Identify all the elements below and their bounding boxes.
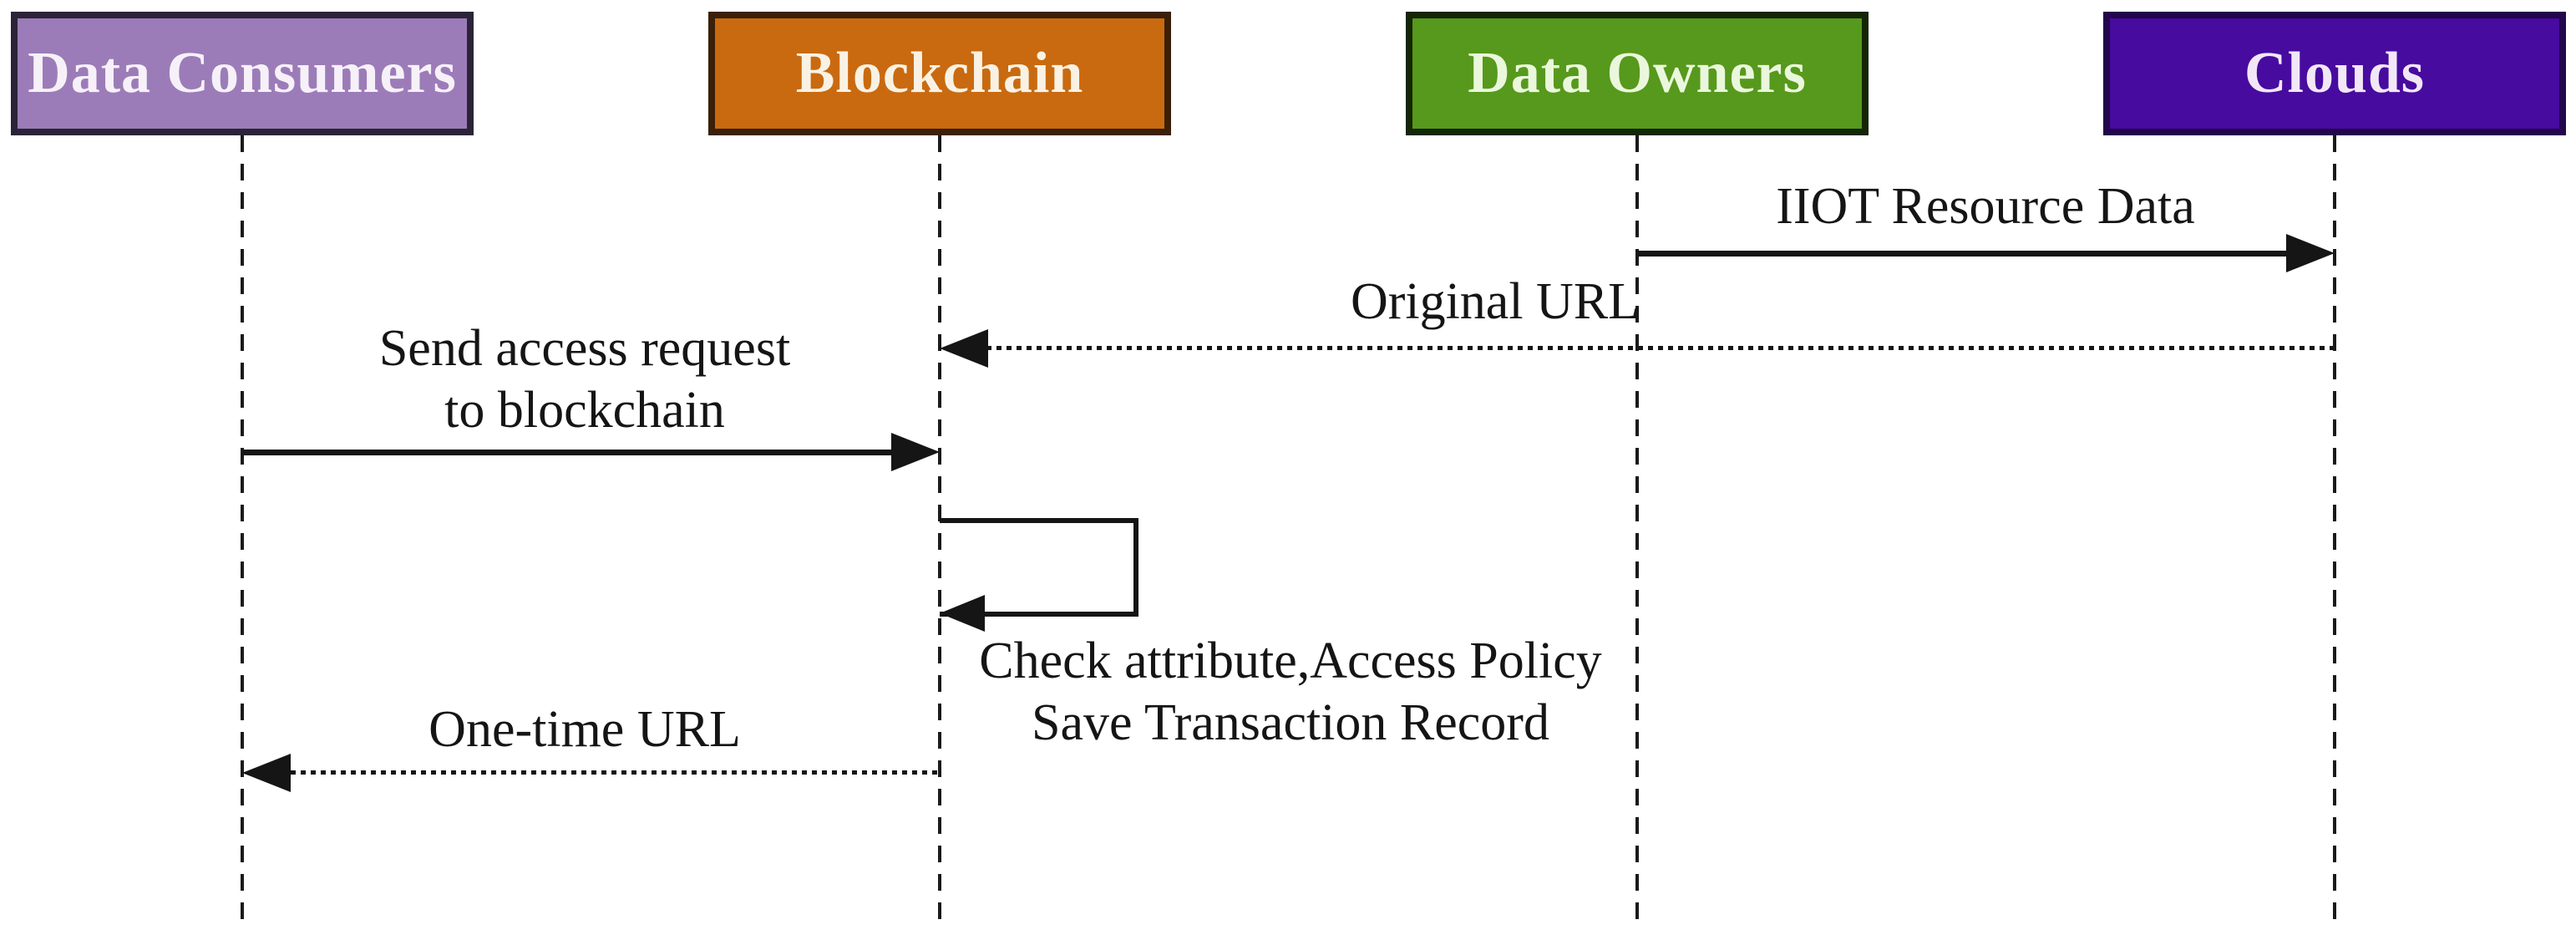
message-label-line2: Save Transaction Record	[1032, 694, 1549, 751]
arrowhead-left-icon	[940, 329, 988, 368]
arrowhead-left-icon	[940, 595, 985, 632]
self-loop-blockchain	[940, 518, 1138, 617]
message-label-one-time-url: One-time URL	[428, 701, 741, 758]
lifeline-data-owners	[1635, 135, 1639, 929]
message-label-original-url: Original URL	[1350, 273, 1640, 330]
arrowhead-right-icon	[891, 433, 940, 471]
message-label-send-access-request: Send access request to blockchain	[379, 318, 790, 441]
message-line-original-url	[986, 346, 2333, 350]
message-line-one-time-url	[291, 770, 940, 775]
lifeline-blockchain	[938, 135, 941, 929]
message-line-send-access-request	[242, 450, 895, 455]
message-label-check-attribute: Check attribute,Access Policy Save Trans…	[979, 630, 1602, 754]
arrowhead-right-icon	[2286, 234, 2335, 272]
actor-label-clouds: Clouds	[2244, 41, 2426, 105]
actor-box-blockchain: Blockchain	[708, 12, 1171, 135]
message-label-line1: Check attribute,Access Policy	[979, 633, 1602, 689]
lifeline-clouds	[2333, 135, 2336, 929]
message-label-line1: Send access request	[378, 320, 791, 377]
actor-label-data-consumers: Data Consumers	[28, 41, 457, 105]
lifeline-data-consumers	[241, 135, 244, 929]
message-label-line2: to blockchain	[444, 382, 725, 439]
message-label-iiot-resource-data: IIOT Resource Data	[1776, 178, 2195, 235]
actor-box-data-consumers: Data Consumers	[11, 12, 474, 135]
actor-label-data-owners: Data Owners	[1468, 41, 1807, 105]
message-line-iiot-resource-data	[1637, 251, 2297, 257]
actor-box-data-owners: Data Owners	[1406, 12, 1869, 135]
arrowhead-left-icon	[242, 754, 291, 792]
actor-label-blockchain: Blockchain	[795, 41, 1084, 105]
actor-box-clouds: Clouds	[2103, 12, 2566, 135]
